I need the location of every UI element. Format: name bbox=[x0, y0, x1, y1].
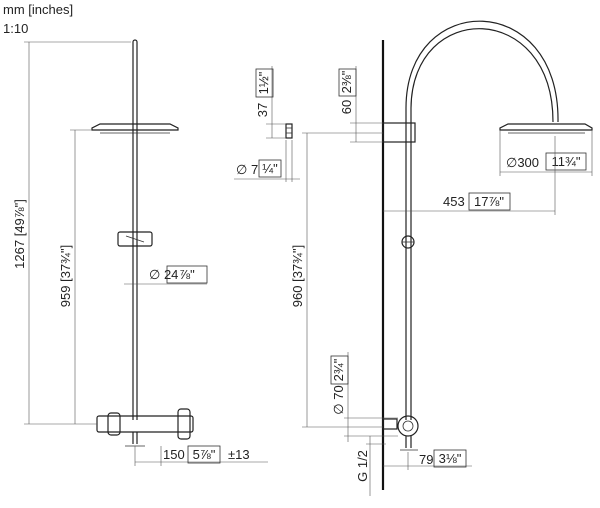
pipe-diameter-inch: ⅞" bbox=[179, 267, 195, 282]
bracket-detail: 37 1½" ∅ 7 ¼" bbox=[234, 66, 300, 182]
svg-text:2⅜": 2⅜" bbox=[339, 70, 354, 93]
arm-drop-mm: 60 bbox=[339, 100, 354, 114]
scale-label: 1:10 bbox=[3, 21, 28, 36]
side-view: 60 2⅜" ∅300 11¾" 453 17⅞" 960 [37¾"] ∅ 7… bbox=[290, 20, 593, 496]
front-left-knob bbox=[107, 412, 121, 436]
bracket-diameter-inch: ¼" bbox=[262, 161, 278, 176]
head-height-label: 959 [37¾"] bbox=[58, 245, 73, 307]
side-shower-head bbox=[499, 123, 593, 131]
svg-text:2¾": 2¾" bbox=[331, 358, 346, 381]
bracket-height-mm: 37 bbox=[255, 103, 270, 117]
mixer-width-mm: 150 bbox=[163, 447, 185, 462]
units-label: mm [inches] bbox=[3, 2, 73, 17]
front-right-knob bbox=[177, 408, 191, 440]
front-shower-head bbox=[91, 123, 179, 131]
arm-drop-inch-box bbox=[338, 68, 357, 97]
svg-text:1267 [49⅞"]: 1267 [49⅞"] bbox=[12, 199, 27, 269]
svg-text:G 1/2: G 1/2 bbox=[355, 450, 370, 482]
thread-label: G 1/2 bbox=[355, 450, 370, 482]
arm-reach-inch: 17⅞" bbox=[474, 194, 504, 209]
arm-reach-mm: 453 bbox=[443, 194, 465, 209]
arm-reach-inch-box bbox=[468, 192, 511, 211]
side-wall-bracket bbox=[382, 122, 416, 143]
svg-text:1½": 1½" bbox=[256, 71, 271, 94]
svg-text:960 [37¾"]: 960 [37¾"] bbox=[290, 245, 305, 307]
side-height-label: 960 [37¾"] bbox=[290, 245, 305, 307]
side-arm-outer bbox=[405, 20, 559, 123]
connection-diameter-inch: 2¾" bbox=[331, 358, 346, 381]
bracket-height-inch: 1½" bbox=[256, 71, 271, 94]
front-view: 1267 [49⅞"] 959 [37¾"] ∅ 24 ⅞" 150 5⅞" ±… bbox=[12, 39, 268, 466]
arm-drop-inch: 2⅜" bbox=[339, 70, 354, 93]
mixer-width-inch-box bbox=[187, 445, 221, 464]
front-slider-detail bbox=[125, 235, 145, 243]
bracket-height-inch-box bbox=[255, 68, 274, 98]
bracket-part bbox=[285, 123, 293, 139]
head-diameter-label: ∅300 bbox=[506, 155, 539, 170]
side-arm-inner bbox=[410, 28, 554, 123]
front-rail-cap bbox=[132, 39, 138, 43]
head-diameter-inch-box bbox=[545, 152, 587, 171]
pipe-diameter-inch-box bbox=[166, 265, 208, 284]
connection-diameter-inch-box bbox=[330, 355, 349, 385]
total-height-label: 1267 [49⅞"] bbox=[12, 199, 27, 269]
svg-text:60: 60 bbox=[339, 100, 354, 114]
bracket-diameter-label: ∅ 7 bbox=[236, 162, 258, 177]
wall-offset-mm: 79 bbox=[419, 452, 433, 467]
side-thermostat-core bbox=[402, 420, 414, 432]
head-diameter-inch: 11¾" bbox=[552, 154, 581, 169]
svg-text:37: 37 bbox=[255, 103, 270, 117]
svg-text:∅ 70: ∅ 70 bbox=[331, 385, 346, 414]
pipe-diameter-label: ∅ 24 bbox=[149, 267, 178, 282]
side-connection-flange bbox=[382, 418, 398, 430]
wall-offset-inch-box bbox=[433, 449, 467, 468]
mixer-width-tolerance: ±13 bbox=[228, 447, 250, 462]
bracket-diameter-inch-box bbox=[258, 159, 282, 178]
front-hand-slider bbox=[117, 231, 153, 247]
wall-offset-inch: 3⅛" bbox=[439, 451, 462, 466]
connection-diameter-label: ∅ 70 bbox=[331, 385, 346, 414]
side-thermostat bbox=[397, 415, 419, 437]
svg-text:959 [37¾"]: 959 [37¾"] bbox=[58, 245, 73, 307]
mixer-width-inch: 5⅞" bbox=[193, 447, 216, 462]
